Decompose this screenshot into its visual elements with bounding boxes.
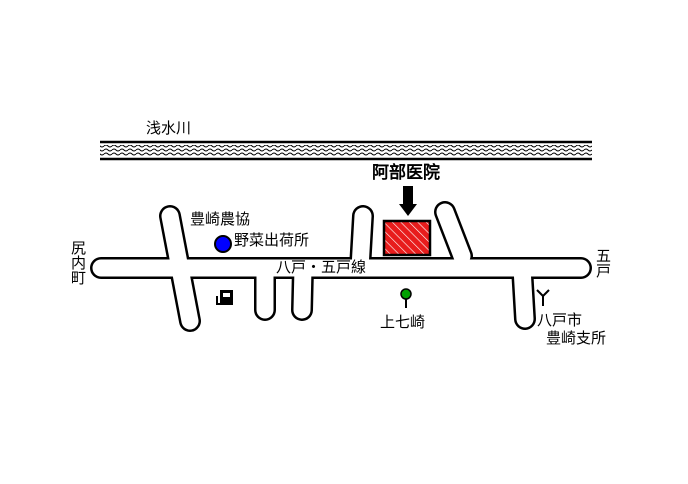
clinic-building[interactable] — [382, 219, 432, 257]
clinic-name-label: 阿部医院 — [372, 163, 440, 183]
branch-office-label-line1: 八戸市 — [537, 311, 583, 329]
tree-icon — [400, 288, 412, 308]
agri-coop-label: 豊崎農協 — [190, 210, 251, 228]
river-name-label: 浅水川 — [146, 119, 192, 137]
veg-shipping-label: 野菜出荷所 — [234, 231, 310, 249]
kami-shichizaki-label: 上七崎 — [380, 313, 426, 331]
right-place-label: 五戸 — [594, 248, 612, 278]
city-office-icon — [536, 289, 550, 306]
down-arrow-icon — [399, 186, 417, 216]
road-name-label: 八戸・五戸線 — [273, 260, 370, 275]
branch-office-label-line2: 豊崎支所 — [546, 329, 607, 347]
blue-circle-icon — [214, 235, 232, 253]
gas-station-icon — [216, 290, 233, 305]
left-place-label: 尻内町 — [69, 240, 87, 285]
river — [100, 140, 592, 161]
